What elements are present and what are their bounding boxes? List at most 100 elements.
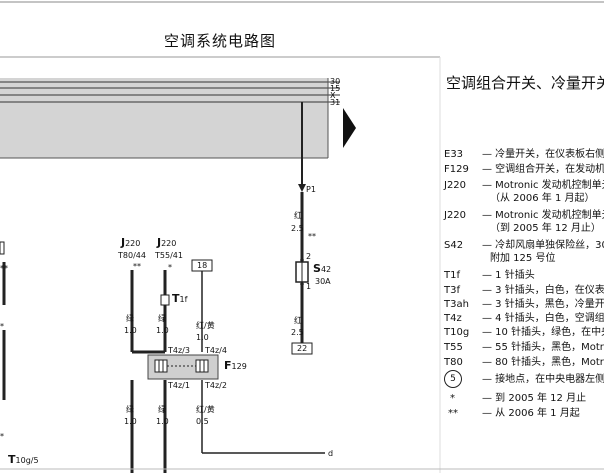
legend-desc: 附加 125 号位 bbox=[490, 253, 556, 264]
t1f-sub: 1f bbox=[179, 295, 188, 304]
legend-desc: — 10 针插头，绿色，在中央 bbox=[482, 327, 604, 338]
label-j220-a: J220 bbox=[121, 236, 140, 249]
label-wire-green2: 绿 bbox=[158, 314, 166, 323]
legend-desc: — 从 2006 年 1 月起 bbox=[482, 408, 580, 419]
label-wire-redyellow-g: 1.0 bbox=[196, 333, 209, 342]
t1f-name: T bbox=[172, 292, 180, 305]
label-s42: S42 bbox=[313, 262, 332, 275]
legend-code: T3ah bbox=[444, 299, 469, 310]
label-t4z1: T4z/1 bbox=[168, 381, 190, 390]
bus-label-x: X bbox=[330, 91, 336, 100]
legend-code: F129 bbox=[444, 164, 469, 175]
label-box18: 18 bbox=[197, 261, 208, 270]
p1-arrow bbox=[298, 184, 306, 192]
legend-desc: — 冷却风扇单独保险丝，30 bbox=[482, 240, 604, 251]
s42-sub: 42 bbox=[320, 265, 332, 274]
label-left-star: ** bbox=[0, 264, 8, 273]
legend-desc: — 3 针插头，白色，在仪表 bbox=[482, 285, 604, 296]
s42-name: S bbox=[313, 262, 321, 275]
f129-contact-left bbox=[154, 359, 168, 373]
label-t4z2: T4z/2 bbox=[205, 381, 227, 390]
label-wire-green3-g: 1.0 bbox=[124, 417, 137, 426]
label-j220-a-pin: T80/44 bbox=[118, 251, 146, 260]
legend-code: J220 bbox=[444, 180, 467, 191]
legend-desc: — Motronic 发动机控制单元 bbox=[482, 180, 604, 191]
f129-contact-right bbox=[195, 359, 209, 373]
page-title: 空调系统电路图 bbox=[163, 32, 276, 50]
legend-desc: — 冷量开关，在仪表板右侧 bbox=[482, 149, 604, 160]
legend-code: T1f bbox=[444, 270, 460, 281]
label-wire-green1-g: 1.0 bbox=[124, 326, 137, 335]
label-wire-green4-g: 1.0 bbox=[156, 417, 169, 426]
label-star-p1: ** bbox=[308, 232, 316, 241]
bus-label-15: 15 bbox=[330, 84, 341, 93]
j220b-sub: 220 bbox=[161, 239, 177, 248]
bus-label-31: 31 bbox=[330, 98, 341, 107]
label-wire-red2-gauge: 2.5 bbox=[291, 328, 304, 337]
fuse-top-dot bbox=[300, 258, 304, 262]
label-wire-red-gauge: 2.5 bbox=[291, 224, 304, 233]
ground-point-symbol: 5 bbox=[444, 370, 462, 388]
legend-desc: — 1 针插头 bbox=[482, 270, 535, 281]
continuation-arrow bbox=[343, 108, 356, 148]
label-wire-red: 红 bbox=[294, 211, 302, 220]
label-wire-redyellow2: 红/黄 bbox=[196, 405, 215, 414]
legend-desc: — 到 2005 年 12 月止 bbox=[482, 393, 587, 404]
legend-desc: — 55 针插头，黑色，Motron bbox=[482, 342, 604, 353]
label-wire-green4: 绿 bbox=[158, 405, 166, 414]
label-p1: P1 bbox=[306, 185, 316, 194]
label-t10g: T10g/5 bbox=[8, 453, 39, 466]
legend-desc: — 空调组合开关，在发动机 bbox=[482, 164, 604, 175]
legend-code: T3f bbox=[444, 285, 460, 296]
legend-title: 空调组合开关、冷量开关 bbox=[446, 74, 604, 92]
legend-desc: — Motronic 发动机控制单元 bbox=[482, 210, 604, 221]
legend-desc: — 3 针插头，黑色，冷量开 bbox=[482, 299, 604, 310]
label-s42-amp: 30A bbox=[315, 277, 331, 286]
label-j220-a-star: ** bbox=[133, 262, 141, 271]
f129-name: F bbox=[224, 359, 232, 372]
legend-desc: （到 2005 年 12 月止） bbox=[490, 223, 601, 234]
left-connector bbox=[0, 241, 5, 255]
legend-code: E33 bbox=[444, 149, 464, 160]
connector-box-22[interactable] bbox=[291, 342, 313, 355]
label-t4z3: T4z/3 bbox=[168, 346, 190, 355]
legend-code: T10g bbox=[444, 327, 470, 338]
legend-code: T80 bbox=[444, 357, 463, 368]
label-wire-green2-g: 1.0 bbox=[156, 326, 169, 335]
legend-desc: （从 2006 年 1 月起） bbox=[490, 193, 595, 204]
label-d: d bbox=[328, 449, 334, 458]
label-pin1: 1 bbox=[306, 282, 312, 291]
label-t1f: T1f bbox=[172, 292, 188, 305]
label-wire-redyellow2-g: 0.5 bbox=[196, 417, 209, 426]
label-pin2: 2 bbox=[306, 252, 312, 261]
f129-sub: 129 bbox=[231, 362, 247, 371]
label-left-star3: * bbox=[0, 432, 4, 441]
label-wire-green1: 绿 bbox=[126, 314, 134, 323]
legend-code: T55 bbox=[444, 342, 463, 353]
t10g-sub: 10g/5 bbox=[15, 456, 39, 465]
legend-desc: — 接地点，在中央电器左侧 bbox=[482, 374, 604, 385]
legend-code: S42 bbox=[444, 240, 464, 251]
label-f129: F129 bbox=[224, 359, 247, 372]
legend-code: * bbox=[450, 393, 455, 404]
label-j220-b-star: * bbox=[168, 263, 172, 272]
legend-code: ** bbox=[448, 408, 458, 419]
legend-desc: — 4 针插头，白色，空调组 bbox=[482, 313, 604, 324]
relay-panel bbox=[0, 78, 328, 158]
j220a-name: J bbox=[121, 236, 126, 249]
label-box22: 22 bbox=[297, 344, 308, 353]
label-wire-red2: 红 bbox=[294, 316, 302, 325]
label-j220-b-pin: T55/41 bbox=[155, 251, 183, 260]
label-t4z4: T4z/4 bbox=[205, 346, 227, 355]
legend-code: J220 bbox=[444, 210, 467, 221]
label-left-star2: * bbox=[0, 322, 4, 331]
legend-code: T4z bbox=[444, 313, 462, 324]
label-wire-redyellow: 红/黄 bbox=[196, 321, 215, 330]
j220b-name: J bbox=[157, 236, 162, 249]
label-wire-green3: 绿 bbox=[126, 405, 134, 414]
legend-desc: — 80 针插头，黑色，Motron bbox=[482, 357, 604, 368]
t10g-name: T bbox=[8, 453, 16, 466]
connector-t1f[interactable] bbox=[160, 294, 170, 306]
bus-label-30: 30 bbox=[330, 77, 341, 86]
